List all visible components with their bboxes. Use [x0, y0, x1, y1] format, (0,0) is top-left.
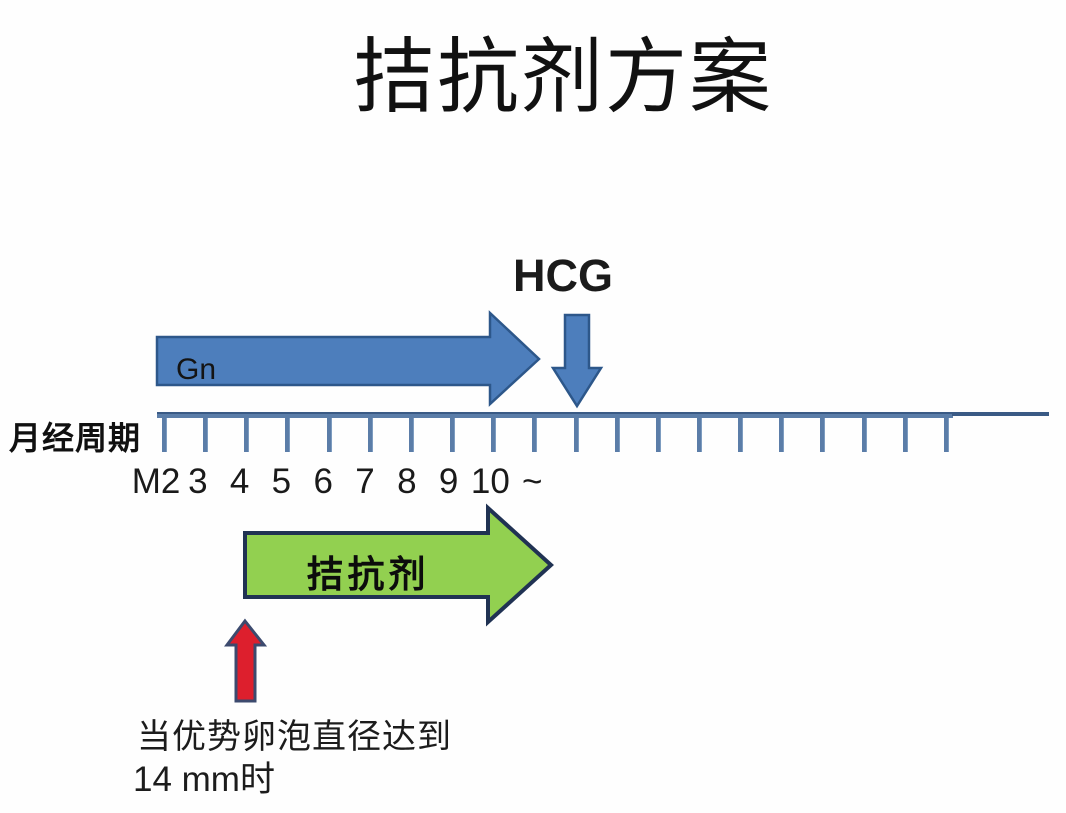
- tick-mark: [614, 418, 620, 452]
- timeline-axis: [157, 412, 953, 418]
- tick-mark: [573, 418, 579, 452]
- tick-mark: [244, 418, 250, 452]
- tick-mark: [943, 418, 949, 452]
- tick-label: 7: [355, 462, 375, 501]
- tick-label: M2: [131, 462, 181, 501]
- page-title: 拮抗剂方案: [352, 32, 773, 123]
- hcg-down-arrow-icon: [550, 313, 604, 409]
- tick-mark: [450, 418, 456, 452]
- tick-mark: [696, 418, 702, 452]
- tick-mark: [902, 418, 908, 452]
- tick-label: 4: [229, 462, 250, 501]
- follicle-annotation-line1: 当优势卵泡直径达到: [137, 719, 452, 756]
- tick-label: 9: [438, 462, 459, 501]
- tick-label: 5: [271, 462, 292, 501]
- gn-label: Gn: [176, 353, 217, 386]
- follicle-annotation-line2: 14 mm时: [133, 760, 275, 799]
- tick-mark: [408, 418, 414, 452]
- trigger-arrow-shape: [224, 618, 268, 703]
- tick-mark: [820, 418, 826, 452]
- menstrual-cycle-axis-label: 月经周期: [9, 420, 142, 456]
- hcg-label: HCG: [513, 250, 613, 301]
- tick-mark: [367, 418, 373, 452]
- tick-label: 8: [397, 462, 417, 501]
- tick-mark: [326, 418, 332, 452]
- antagonist-arrow-icon: [243, 503, 554, 627]
- trigger-up-arrow-icon: [224, 618, 268, 703]
- gn-arrow-shape: [155, 310, 541, 407]
- tick-mark: [162, 418, 167, 452]
- tick-mark: [779, 418, 785, 452]
- hcg-arrow-shape: [550, 313, 604, 409]
- tick-label: ~: [521, 462, 543, 501]
- antagonist-label: 拮抗剂: [306, 555, 430, 596]
- tick-mark: [491, 418, 497, 452]
- tick-mark: [532, 418, 538, 452]
- antagonist-arrow-shape: [243, 503, 554, 627]
- timeline-axis-extension: [952, 412, 1049, 416]
- tick-mark: [738, 418, 744, 452]
- tick-mark: [285, 418, 291, 452]
- tick-label: 6: [313, 462, 333, 501]
- tick-mark: [861, 418, 867, 452]
- tick-label: 10: [470, 462, 510, 501]
- tick-mark: [655, 418, 661, 452]
- gn-arrow-icon: [155, 310, 541, 407]
- tick-mark: [203, 418, 209, 452]
- tick-label: 3: [188, 462, 208, 501]
